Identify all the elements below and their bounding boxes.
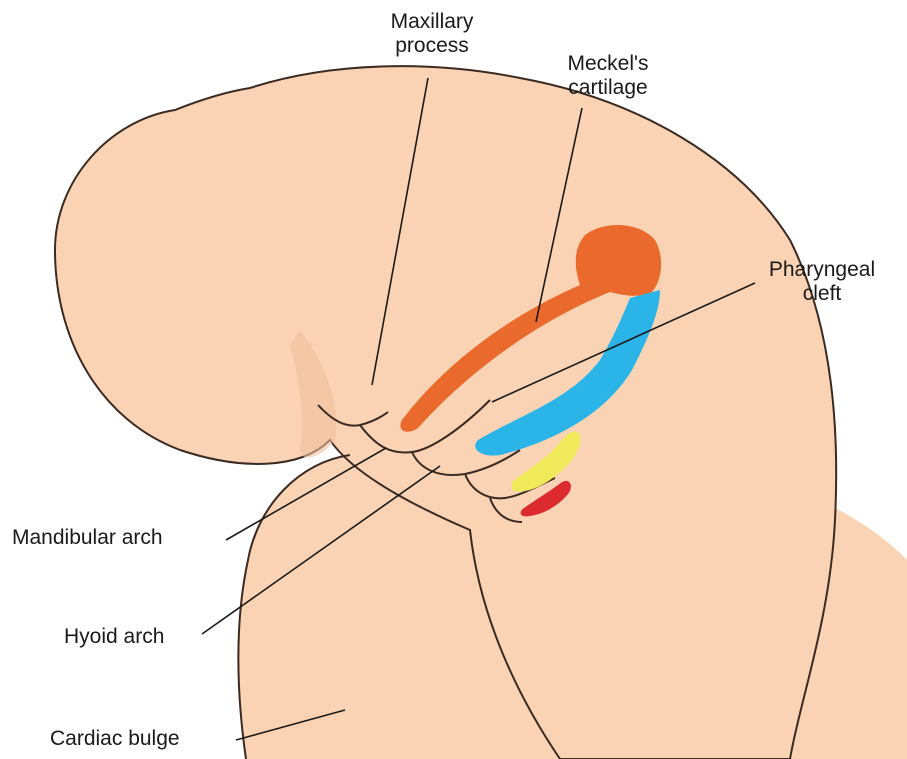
label-pharyngeal-cleft-line-2: cleft xyxy=(752,282,892,306)
label-maxillary-process: Maxillary process xyxy=(372,10,492,58)
label-meckels-cartilage: Meckel's cartilage xyxy=(548,52,668,100)
label-cardiac-bulge: Cardiac bulge xyxy=(50,727,180,751)
label-maxillary-process-line-2: process xyxy=(372,34,492,58)
label-meckels-cartilage-line-1: Meckel's xyxy=(548,52,668,76)
label-mandibular-arch: Mandibular arch xyxy=(12,526,163,550)
label-meckels-cartilage-line-2: cartilage xyxy=(548,76,668,100)
label-hyoid-arch: Hyoid arch xyxy=(64,625,164,649)
label-maxillary-process-line-1: Maxillary xyxy=(372,10,492,34)
label-pharyngeal-cleft-line-1: Pharyngeal xyxy=(752,258,892,282)
label-pharyngeal-cleft: Pharyngeal cleft xyxy=(752,258,892,306)
